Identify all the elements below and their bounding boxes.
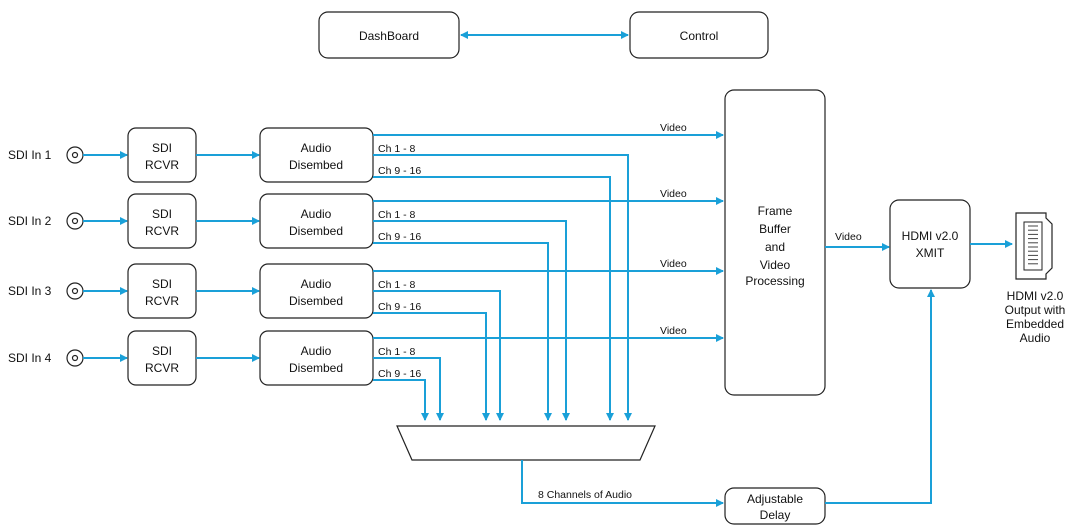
input-label-1: SDI In 1 [8, 148, 52, 162]
audio-disembed-box [259, 263, 374, 319]
video-out-label: Video [835, 231, 862, 243]
hdmi-xmit-line-1: HDMI v2.0 [902, 229, 959, 243]
ch1-8-label: Ch 1 - 8 [378, 209, 416, 221]
output-line-3: Embedded [1006, 317, 1064, 331]
frame-buffer-line-1: Frame [758, 204, 793, 218]
disembed-line-1: Audio [301, 277, 332, 291]
audio-to-delay-wire [521, 460, 724, 507]
disembed-line-2: Disembed [289, 361, 343, 375]
audio-disembed-box [259, 193, 374, 249]
frame-buffer-line-2: Buffer [759, 222, 791, 236]
output-line-2: Output with [1005, 303, 1066, 317]
sdi-rcvr-line-2: RCVR [145, 361, 179, 375]
video-label: Video [660, 325, 687, 337]
disembed-line-2: Disembed [289, 294, 343, 308]
frame-buffer-box [724, 89, 826, 396]
disembed-line-2: Disembed [289, 158, 343, 172]
frame-buffer-line-4: Video [760, 258, 791, 272]
sdi-rcvr-box [127, 127, 197, 183]
ch9-16-wire [373, 312, 490, 421]
sdi-rcvr-line-1: SDI [152, 141, 172, 155]
input-label-2: SDI In 2 [8, 214, 52, 228]
sdi-rcvr-box [127, 263, 197, 319]
audio-disembed-box [259, 330, 374, 386]
input-label-4: SDI In 4 [8, 351, 52, 365]
disembed-line-1: Audio [301, 344, 332, 358]
sdi-rcvr-line-2: RCVR [145, 294, 179, 308]
bnc-connector-icon [66, 212, 84, 230]
ch1-8-label: Ch 1 - 8 [378, 279, 416, 291]
output-line-4: Audio [1020, 331, 1051, 345]
output-line-1: HDMI v2.0 [1007, 289, 1064, 303]
ch1-8-label: Ch 1 - 8 [378, 143, 416, 155]
audio-channels-label: 8 Channels of Audio [538, 489, 632, 501]
ch9-16-wire [373, 379, 429, 421]
ch1-8-wire [373, 154, 632, 421]
delay-line-1: Adjustable [747, 492, 803, 506]
video-label: Video [660, 258, 687, 270]
ch9-16-label: Ch 9 - 16 [378, 368, 421, 380]
delay-to-hdmi-wire [825, 289, 935, 504]
dashboard-box [318, 11, 460, 59]
audio-disembed-box [259, 127, 374, 183]
bnc-connector-icon [66, 349, 84, 367]
ch1-8-wire [373, 220, 570, 421]
frame-buffer-line-5: Processing [745, 274, 804, 288]
bnc-connector-icon [66, 146, 84, 164]
disembed-line-1: Audio [301, 207, 332, 221]
hdmi-xmit-line-2: XMIT [916, 246, 945, 260]
ch9-16-label: Ch 9 - 16 [378, 301, 421, 313]
sdi-rcvr-line-2: RCVR [145, 158, 179, 172]
audio-mux-shape [396, 425, 656, 461]
control-box [629, 11, 769, 59]
ch9-16-label: Ch 9 - 16 [378, 231, 421, 243]
hdmi-connector-icon [1015, 212, 1053, 280]
ch1-8-label: Ch 1 - 8 [378, 346, 416, 358]
ch1-8-wire [373, 290, 504, 421]
ch9-16-wire [373, 242, 552, 421]
sdi-rcvr-line-1: SDI [152, 277, 172, 291]
input-label-3: SDI In 3 [8, 284, 52, 298]
hdmi-xmit-box [889, 199, 971, 289]
adjustable-delay-box [724, 487, 826, 525]
frame-buffer-line-3: and [765, 240, 785, 254]
sdi-rcvr-box [127, 330, 197, 386]
video-label: Video [660, 188, 687, 200]
ch1-8-wire [373, 357, 444, 421]
dashboard-label: DashBoard [359, 29, 419, 43]
sdi-rcvr-line-1: SDI [152, 207, 172, 221]
bnc-connector-icon [66, 282, 84, 300]
sdi-rcvr-line-2: RCVR [145, 224, 179, 238]
sdi-rcvr-line-1: SDI [152, 344, 172, 358]
control-label: Control [680, 29, 719, 43]
disembed-line-1: Audio [301, 141, 332, 155]
sdi-rcvr-box [127, 193, 197, 249]
ch9-16-label: Ch 9 - 16 [378, 165, 421, 177]
video-label: Video [660, 122, 687, 134]
disembed-line-2: Disembed [289, 224, 343, 238]
delay-line-2: Delay [760, 508, 791, 522]
